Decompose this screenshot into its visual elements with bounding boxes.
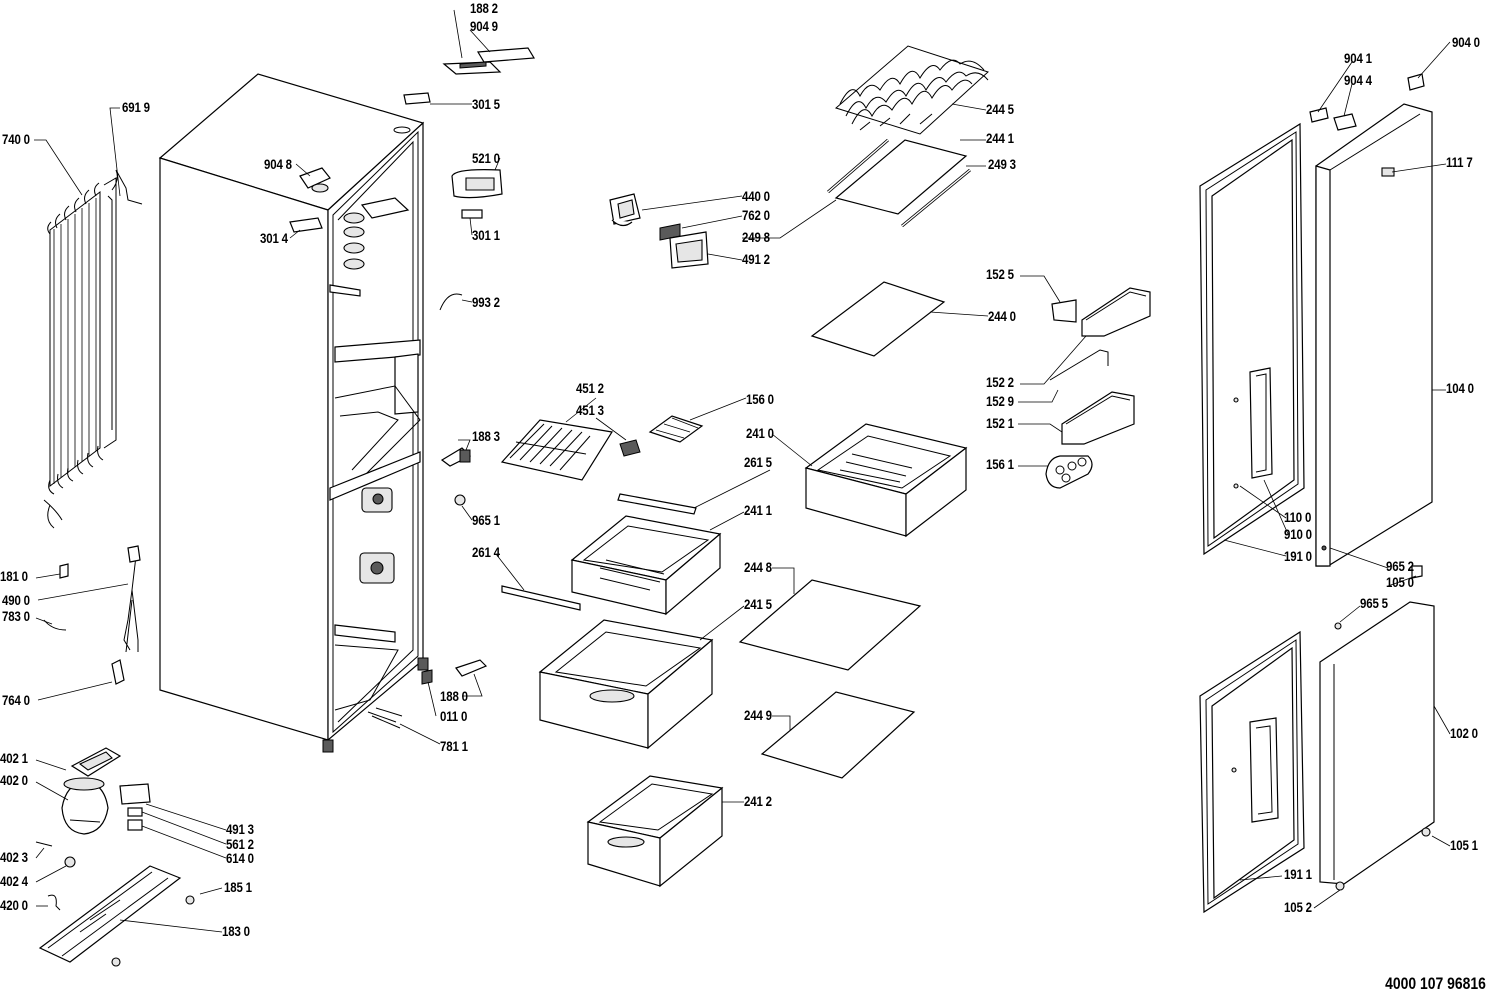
part-label-301-5: 301 5 — [472, 96, 500, 112]
freezer-top-door-gasket — [1199, 122, 1305, 557]
door-balconies — [1018, 275, 1151, 489]
part-label-191-0: 191 0 — [1284, 548, 1312, 564]
part-label-188-3: 188 3 — [472, 428, 500, 444]
part-label-904-8: 904 8 — [264, 156, 292, 172]
hinge-188-3 — [440, 439, 472, 467]
part-label-451-3: 451 3 — [576, 402, 604, 418]
part-label-561-2: 561 2 — [226, 836, 254, 852]
part-label-261-4: 261 4 — [472, 544, 500, 560]
drawer-241-0 — [771, 423, 968, 538]
freezer-tray-451 — [500, 397, 641, 481]
part-label-104-0: 104 0 — [1446, 380, 1474, 396]
part-label-965-1: 965 1 — [472, 512, 500, 528]
leader-lines — [34, 107, 121, 197]
part-label-185-1: 185 1 — [224, 879, 252, 895]
glass-shelf-freezer-cover — [810, 281, 989, 357]
part-label-244-9: 244 9 — [744, 707, 772, 723]
misc-small-parts-center — [367, 494, 488, 745]
base-rail — [38, 865, 223, 967]
part-label-105-0: 105 0 — [1386, 574, 1414, 590]
part-label-740-0: 740 0 — [2, 131, 30, 147]
part-label-993-2: 993 2 — [472, 294, 500, 310]
cabinet — [158, 73, 429, 753]
part-label-191-1: 191 1 — [1284, 866, 1312, 882]
part-label-301-4: 301 4 — [260, 230, 288, 246]
ice-tray-156 — [648, 397, 747, 443]
part-label-152-5: 152 5 — [986, 266, 1014, 282]
bottom-door — [1199, 565, 1451, 914]
part-label-011-0: 011 0 — [440, 708, 468, 724]
part-label-152-9: 152 9 — [986, 393, 1014, 409]
part-label-904-9: 904 9 — [470, 18, 498, 34]
part-label-451-2: 451 2 — [576, 380, 604, 396]
part-label-764-0: 764 0 — [2, 692, 30, 708]
part-label-614-0: 614 0 — [226, 850, 254, 866]
part-label-241-1: 241 1 — [744, 502, 772, 518]
drawer-241-1 — [495, 469, 771, 616]
part-label-904-1: 904 1 — [1344, 50, 1372, 66]
part-label-110-0: 110 0 — [1284, 509, 1312, 525]
part-label-491-3: 491 3 — [226, 821, 254, 837]
part-label-244-0: 244 0 — [988, 308, 1016, 324]
part-label-261-5: 261 5 — [744, 454, 772, 470]
part-label-402-3: 402 3 — [0, 849, 28, 865]
upper-door-panel — [1309, 41, 1451, 569]
drawer-241-5 — [538, 605, 745, 750]
document-number: 4000 107 96816 — [1385, 974, 1486, 993]
part-label-152-1: 152 1 — [986, 415, 1014, 431]
part-label-249-8: 249 8 — [742, 229, 770, 245]
part-label-301-1: 301 1 — [472, 227, 500, 243]
part-label-241-2: 241 2 — [744, 793, 772, 809]
part-label-105-1: 105 1 — [1450, 837, 1478, 853]
part-label-241-5: 241 5 — [744, 596, 772, 612]
condenser-coil — [43, 169, 143, 529]
drawer-241-2 — [586, 775, 744, 888]
part-label-402-1: 402 1 — [0, 750, 28, 766]
part-label-241-0: 241 0 — [746, 425, 774, 441]
part-label-244-8: 244 8 — [744, 559, 772, 575]
part-label-183-0: 183 0 — [222, 923, 250, 939]
part-label-904-0: 904 0 — [1452, 34, 1480, 50]
glass-shelf-upper — [742, 138, 986, 239]
part-label-244-1: 244 1 — [986, 130, 1014, 146]
shelf-bumps — [329, 212, 365, 297]
part-label-105-2: 105 2 — [1284, 899, 1312, 915]
glass-shelves-244 — [738, 567, 922, 779]
part-label-440-0: 440 0 — [742, 188, 770, 204]
part-label-490-0: 490 0 — [2, 592, 30, 608]
part-label-156-0: 156 0 — [746, 391, 774, 407]
part-label-781-1: 781 1 — [440, 738, 468, 754]
part-label-783-0: 783 0 — [2, 608, 30, 624]
electrical-parts — [35, 545, 141, 701]
part-label-420-0: 420 0 — [0, 897, 28, 913]
wine-rack — [834, 45, 989, 135]
small-parts-cabinet-top — [289, 9, 536, 311]
part-label-111-7: 111 7 — [1446, 154, 1473, 170]
part-label-156-1: 156 1 — [986, 456, 1014, 472]
part-label-244-5: 244 5 — [986, 101, 1014, 117]
part-label-249-3: 249 3 — [988, 156, 1016, 172]
part-label-965-2: 965 2 — [1386, 558, 1414, 574]
part-label-152-2: 152 2 — [986, 374, 1014, 390]
fan-parts — [609, 193, 743, 269]
compressor — [35, 747, 227, 911]
part-label-402-4: 402 4 — [0, 873, 28, 889]
part-label-965-5: 965 5 — [1360, 595, 1388, 611]
part-label-188-2: 188 2 — [470, 0, 498, 16]
part-label-188-0: 188 0 — [440, 688, 468, 704]
part-label-181-0: 181 0 — [0, 568, 28, 584]
part-label-691-9: 691 9 — [122, 99, 150, 115]
part-label-762-0: 762 0 — [742, 207, 770, 223]
part-label-904-4: 904 4 — [1344, 72, 1372, 88]
part-label-910-0: 910 0 — [1284, 526, 1312, 542]
part-label-102-0: 102 0 — [1450, 725, 1478, 741]
part-label-491-2: 491 2 — [742, 251, 770, 267]
part-label-402-0: 402 0 — [0, 772, 28, 788]
part-label-521-0: 521 0 — [472, 150, 500, 166]
